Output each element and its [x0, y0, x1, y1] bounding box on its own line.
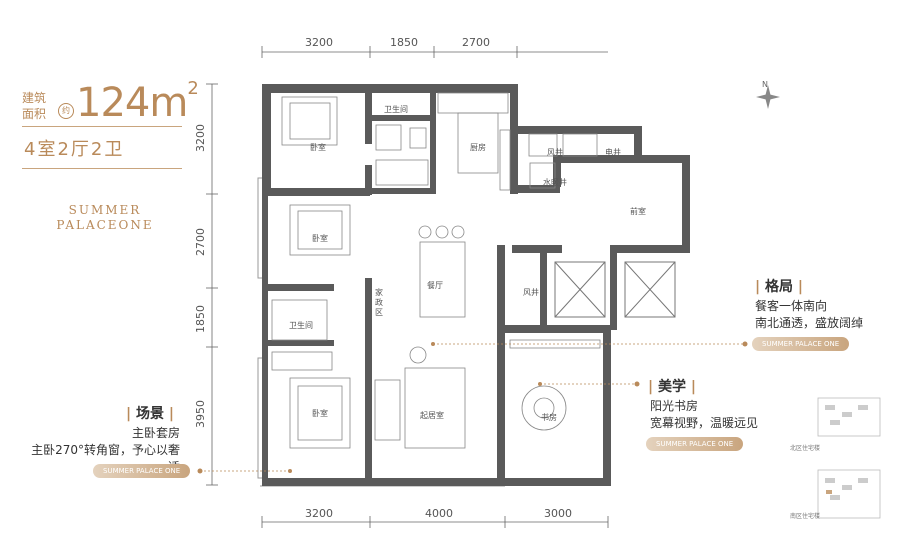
brand-line-1: SUMMER	[68, 203, 142, 217]
room-water-heater: 水暖井	[543, 178, 567, 187]
furniture	[271, 92, 601, 449]
room-housework: 家政区	[375, 288, 383, 317]
room-wind-shaft-2: 风井	[523, 288, 539, 297]
dim-left-1: 3200	[194, 124, 207, 152]
header-divider	[22, 126, 182, 127]
dim-left-2: 2700	[194, 228, 207, 256]
dim-left-4: 3950	[194, 400, 207, 428]
callout-scene-pill: SUMMER PALACE ONE	[93, 464, 191, 478]
room-bedroom-1: 卧室	[310, 143, 326, 152]
left-dimension-lines	[206, 83, 218, 486]
site-plan	[817, 397, 881, 519]
callout-layout-title: | 格局 |	[755, 279, 803, 295]
room-study: 书房	[541, 413, 557, 422]
callout-aesthetics-desc: 阳光书房宽幕视野，温暖远见	[650, 399, 759, 430]
callout-layout-desc: 餐客一体南向南北通透，盛放阔绰	[755, 299, 864, 330]
dim-top-2: 1850	[390, 36, 418, 49]
site-plan-south-label: 南区住宅楼	[790, 513, 821, 520]
header-divider-2	[22, 168, 182, 169]
dim-bottom-2: 4000	[425, 507, 453, 520]
site-plan-north-label: 北区住宅楼	[790, 445, 821, 452]
compass-icon	[756, 85, 780, 109]
room-wind-shaft-1: 风井	[547, 148, 563, 157]
bottom-dimension-lines	[261, 516, 609, 528]
approx-badge: 约	[58, 103, 74, 119]
room-living: 起居室	[420, 411, 444, 420]
dim-bottom-1: 3200	[305, 507, 333, 520]
room-bathroom-2: 卫生间	[289, 321, 313, 330]
room-kitchen: 厨房	[470, 143, 486, 152]
walls	[262, 84, 690, 486]
dim-top-3: 2700	[462, 36, 490, 49]
callout-scene-title: | 场景 |	[126, 406, 174, 422]
dim-left-3: 1850	[194, 305, 207, 333]
room-bedroom-2: 卧室	[312, 234, 328, 243]
callout-aesthetics-pill: SUMMER PALACE ONE	[646, 437, 744, 451]
room-count: 4室2厅2卫	[24, 139, 125, 160]
callout-aesthetics-title: | 美学 |	[648, 379, 696, 395]
callout-layout-pill: SUMMER PALACE ONE	[752, 337, 850, 351]
room-dining: 餐厅	[427, 281, 443, 290]
dim-bottom-3: 3000	[544, 507, 572, 520]
room-bedroom-master: 卧室	[312, 409, 328, 418]
elevator-shafts	[554, 261, 676, 318]
compass-label: N	[762, 80, 768, 89]
area-value: 124m2	[76, 78, 199, 126]
room-bathroom-1: 卫生间	[384, 105, 408, 114]
dim-top-1: 3200	[305, 36, 333, 49]
area-label: 建筑 面积	[22, 91, 47, 121]
brand-line-2: PALACEONE	[56, 218, 154, 232]
leader-lines	[200, 343, 745, 472]
room-foyer: 前室	[630, 207, 646, 216]
top-dimension-lines	[261, 46, 608, 58]
room-elec-shaft: 电井	[605, 148, 621, 157]
